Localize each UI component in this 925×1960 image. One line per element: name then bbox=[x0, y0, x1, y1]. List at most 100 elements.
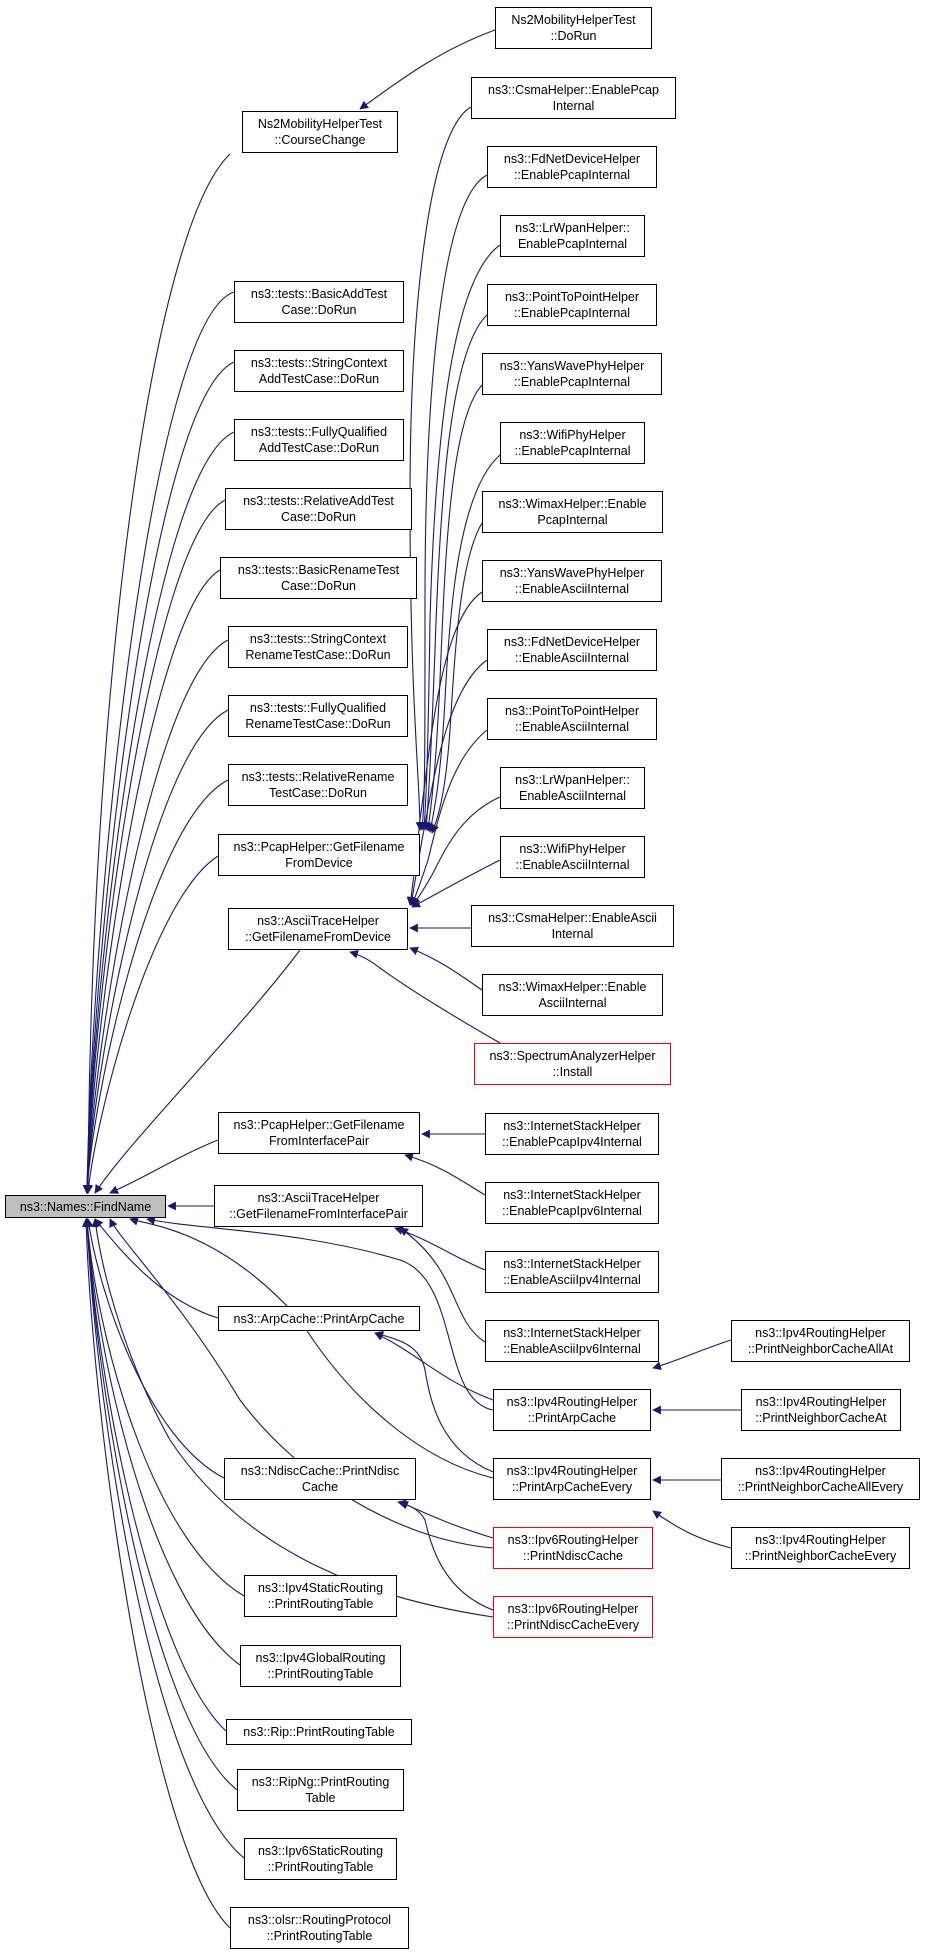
node-lrwpan-enablepcap[interactable]: ns3::LrWpanHelper:: EnablePcapInternal bbox=[500, 215, 645, 257]
node-label: ns3::Ipv4StaticRouting ::PrintRoutingTab… bbox=[257, 1581, 384, 1611]
node-tests-stringrename[interactable]: ns3::tests::StringContext RenameTestCase… bbox=[228, 626, 408, 668]
node-label: ns3::PcapHelper::GetFilename FromDevice bbox=[233, 840, 405, 870]
node-inet-ascii6[interactable]: ns3::InternetStackHelper ::EnableAsciiIp… bbox=[485, 1320, 659, 1362]
edge-wifipcap bbox=[427, 454, 501, 833]
node-yans-enableascii[interactable]: ns3::YansWavePhyHelper ::EnableAsciiInte… bbox=[482, 560, 662, 602]
edge-wimaxascii bbox=[409, 946, 483, 991]
node-findname-label: ns3::Names::FindName bbox=[19, 1199, 152, 1214]
node-p2p-enablepcap[interactable]: ns3::PointToPointHelper ::EnablePcapInte… bbox=[487, 284, 657, 326]
node-label: ns3::Ipv4GlobalRouting ::PrintRoutingTab… bbox=[255, 1651, 386, 1681]
node-ipv4static[interactable]: ns3::Ipv4StaticRouting ::PrintRoutingTab… bbox=[244, 1575, 397, 1617]
node-ipv4rh-arpcacheevery[interactable]: ns3::Ipv4RoutingHelper ::PrintArpCacheEv… bbox=[493, 1458, 651, 1500]
node-label: ns3::Ipv4RoutingHelper ::PrintArpCache bbox=[506, 1395, 638, 1425]
edge-yansascii bbox=[406, 591, 483, 906]
node-lrwpan-enableascii[interactable]: ns3::LrWpanHelper:: EnableAsciiInternal bbox=[500, 767, 645, 809]
edge-ndiscprint bbox=[84, 1218, 225, 1479]
edge-fdascii bbox=[407, 659, 488, 906]
node-ipv4rh-nc-every[interactable]: ns3::Ipv4RoutingHelper ::PrintNeighborCa… bbox=[731, 1527, 910, 1569]
node-yans-enablepcap[interactable]: ns3::YansWavePhyHelper ::EnablePcapInter… bbox=[482, 353, 662, 395]
node-tests-basicrename[interactable]: ns3::tests::BasicRenameTest Case::DoRun bbox=[220, 557, 417, 599]
edge-arp-ipv4rh-every bbox=[374, 1330, 494, 1473]
node-pcap-frompair[interactable]: ns3::PcapHelper::GetFilename FromInterfa… bbox=[218, 1112, 420, 1154]
edge-inetpcap6 bbox=[404, 1152, 486, 1196]
node-fd-enableascii[interactable]: ns3::FdNetDeviceHelper ::EnableAsciiInte… bbox=[487, 629, 657, 671]
node-wimax-enablepcap[interactable]: ns3::WimaxHelper::Enable PcapInternal bbox=[482, 491, 663, 533]
node-label: ns3::Ipv4RoutingHelper ::PrintNeighborCa… bbox=[737, 1464, 904, 1494]
node-ipv6rh-ndiscevery[interactable]: ns3::Ipv6RoutingHelper ::PrintNdiscCache… bbox=[493, 1596, 653, 1638]
node-ipv6rh-ndisc[interactable]: ns3::Ipv6RoutingHelper ::PrintNdiscCache bbox=[493, 1527, 653, 1569]
node-tests-relativeadd[interactable]: ns3::tests::RelativeAddTest Case::DoRun bbox=[225, 488, 412, 530]
node-wifi-enableascii[interactable]: ns3::WifiPhyHelper ::EnableAsciiInternal bbox=[500, 836, 645, 878]
node-p2p-enableascii[interactable]: ns3::PointToPointHelper ::EnableAsciiInt… bbox=[487, 698, 657, 740]
node-label: ns3::NdiscCache::PrintNdisc Cache bbox=[240, 1464, 400, 1494]
node-csma-enableascii[interactable]: ns3::CsmaHelper::EnableAscii Internal bbox=[471, 905, 674, 947]
edge-p2pascii bbox=[410, 729, 488, 906]
node-label: ns3::tests::BasicAddTest Case::DoRun bbox=[250, 287, 388, 317]
node-label: ns3::InternetStackHelper ::EnablePcapIpv… bbox=[502, 1119, 642, 1149]
node-ipv6static[interactable]: ns3::Ipv6StaticRouting ::PrintRoutingTab… bbox=[244, 1838, 397, 1880]
node-pcap-fromdevice[interactable]: ns3::PcapHelper::GetFilename FromDevice bbox=[218, 834, 420, 876]
node-label: ns3::CsmaHelper::EnableAscii Internal bbox=[488, 911, 657, 941]
node-csma-enablepcap[interactable]: ns3::CsmaHelper::EnablePcap Internal bbox=[471, 77, 676, 119]
node-ipv4rh-nc-allat[interactable]: ns3::Ipv4RoutingHelper ::PrintNeighborCa… bbox=[731, 1320, 910, 1362]
node-ipv4rh-nc-at[interactable]: ns3::Ipv4RoutingHelper ::PrintNeighborCa… bbox=[741, 1389, 901, 1431]
node-rip[interactable]: ns3::Rip::PrintRoutingTable bbox=[226, 1719, 412, 1745]
node-label: ns3::tests::StringContext RenameTestCase… bbox=[245, 632, 391, 662]
node-inet-pcap6[interactable]: ns3::InternetStackHelper ::EnablePcapIpv… bbox=[485, 1182, 659, 1224]
edge-asciifromdevice bbox=[94, 949, 301, 1194]
node-label: Ns2MobilityHelperTest ::DoRun bbox=[511, 13, 636, 43]
node-label: ns3::AsciiTraceHelper ::GetFilenameFromD… bbox=[245, 914, 391, 944]
node-label: ns3::RipNg::PrintRouting Table bbox=[251, 1775, 390, 1805]
node-label: ns3::WifiPhyHelper ::EnablePcapInternal bbox=[514, 428, 631, 458]
node-tests-relativerename[interactable]: ns3::tests::RelativeRename TestCase::DoR… bbox=[228, 764, 408, 806]
edge-arpprint bbox=[94, 1218, 219, 1319]
node-ns2mob-coursechange[interactable]: Ns2MobilityHelperTest ::CourseChange bbox=[242, 111, 398, 153]
edge-basicrename bbox=[82, 569, 221, 1194]
edge-csmapcap bbox=[409, 106, 472, 831]
node-label: ns3::InternetStackHelper ::EnablePcapIpv… bbox=[502, 1188, 642, 1218]
edge-ipv4rh-arpevery-findname bbox=[129, 1217, 494, 1479]
node-label: ns3::FdNetDeviceHelper ::EnablePcapInter… bbox=[503, 152, 641, 182]
edge-pcapfromdevice bbox=[84, 855, 219, 1194]
node-label: ns3::Ipv6StaticRouting ::PrintRoutingTab… bbox=[257, 1844, 384, 1874]
node-inet-ascii4[interactable]: ns3::InternetStackHelper ::EnableAsciiIp… bbox=[485, 1251, 659, 1293]
node-olsr[interactable]: ns3::olsr::RoutingProtocol ::PrintRoutin… bbox=[230, 1907, 409, 1949]
node-findname[interactable]: ns3::Names::FindName bbox=[5, 1195, 166, 1218]
node-ascii-fromdevice[interactable]: ns3::AsciiTraceHelper ::GetFilenameFromD… bbox=[228, 908, 408, 950]
node-tests-fullyadd[interactable]: ns3::tests::FullyQualified AddTestCase::… bbox=[234, 419, 404, 461]
node-ascii-frompair[interactable]: ns3::AsciiTraceHelper ::GetFilenameFromI… bbox=[214, 1185, 423, 1227]
edge-relativerename bbox=[83, 779, 229, 1194]
node-inet-pcap4[interactable]: ns3::InternetStackHelper ::EnablePcapIpv… bbox=[485, 1113, 659, 1155]
node-label: ns3::WimaxHelper::Enable PcapInternal bbox=[498, 497, 647, 527]
node-ripng[interactable]: ns3::RipNg::PrintRouting Table bbox=[237, 1769, 404, 1811]
node-spectrum-install[interactable]: ns3::SpectrumAnalyzerHelper ::Install bbox=[474, 1043, 671, 1085]
node-label: ns3::tests::RelativeAddTest Case::DoRun bbox=[243, 494, 394, 524]
node-label: ns3::InternetStackHelper ::EnableAsciiIp… bbox=[503, 1326, 641, 1356]
node-tests-fullyrename[interactable]: ns3::tests::FullyQualified RenameTestCas… bbox=[228, 695, 408, 737]
edge-arp-ipv4rh bbox=[374, 1332, 494, 1401]
node-ipv4global[interactable]: ns3::Ipv4GlobalRouting ::PrintRoutingTab… bbox=[240, 1645, 401, 1687]
node-label: ns3::Ipv4RoutingHelper ::PrintNeighborCa… bbox=[755, 1395, 887, 1425]
edge-basicadd bbox=[82, 291, 235, 1194]
node-wifi-enablepcap[interactable]: ns3::WifiPhyHelper ::EnablePcapInternal bbox=[500, 422, 645, 464]
edge-spectrum bbox=[349, 950, 501, 1044]
node-label: ns3::AsciiTraceHelper ::GetFilenameFromI… bbox=[229, 1191, 408, 1221]
edge-ipv4rh-arp-findname bbox=[146, 1216, 494, 1411]
edge-pcapfrompair bbox=[109, 1139, 219, 1194]
node-tests-stringadd[interactable]: ns3::tests::StringContext AddTestCase::D… bbox=[234, 350, 404, 392]
node-ndisc-print[interactable]: ns3::NdiscCache::PrintNdisc Cache bbox=[224, 1458, 416, 1500]
node-arpcache-print[interactable]: ns3::ArpCache::PrintArpCache bbox=[218, 1306, 420, 1331]
node-fd-enablepcap[interactable]: ns3::FdNetDeviceHelper ::EnablePcapInter… bbox=[487, 146, 657, 188]
edge-relativeadd bbox=[82, 499, 226, 1194]
node-label: ns3::olsr::RoutingProtocol ::PrintRoutin… bbox=[247, 1913, 392, 1943]
node-ns2mob-dorun[interactable]: Ns2MobilityHelperTest ::DoRun bbox=[495, 7, 652, 49]
node-ipv4rh-nc-allevery[interactable]: ns3::Ipv4RoutingHelper ::PrintNeighborCa… bbox=[721, 1458, 920, 1500]
node-wimax-enableascii[interactable]: ns3::WimaxHelper::Enable AsciiInternal bbox=[482, 974, 663, 1016]
edge-yanspcap bbox=[424, 384, 483, 832]
edge-ipv6static bbox=[82, 1218, 245, 1859]
edge-ndisc-ipv6rh-every bbox=[397, 1499, 494, 1611]
node-ipv4rh-arpcache[interactable]: ns3::Ipv4RoutingHelper ::PrintArpCache bbox=[493, 1389, 651, 1431]
node-tests-basicadd[interactable]: ns3::tests::BasicAddTest Case::DoRun bbox=[234, 281, 404, 323]
node-label: ns3::tests::RelativeRename TestCase::DoR… bbox=[241, 770, 395, 800]
